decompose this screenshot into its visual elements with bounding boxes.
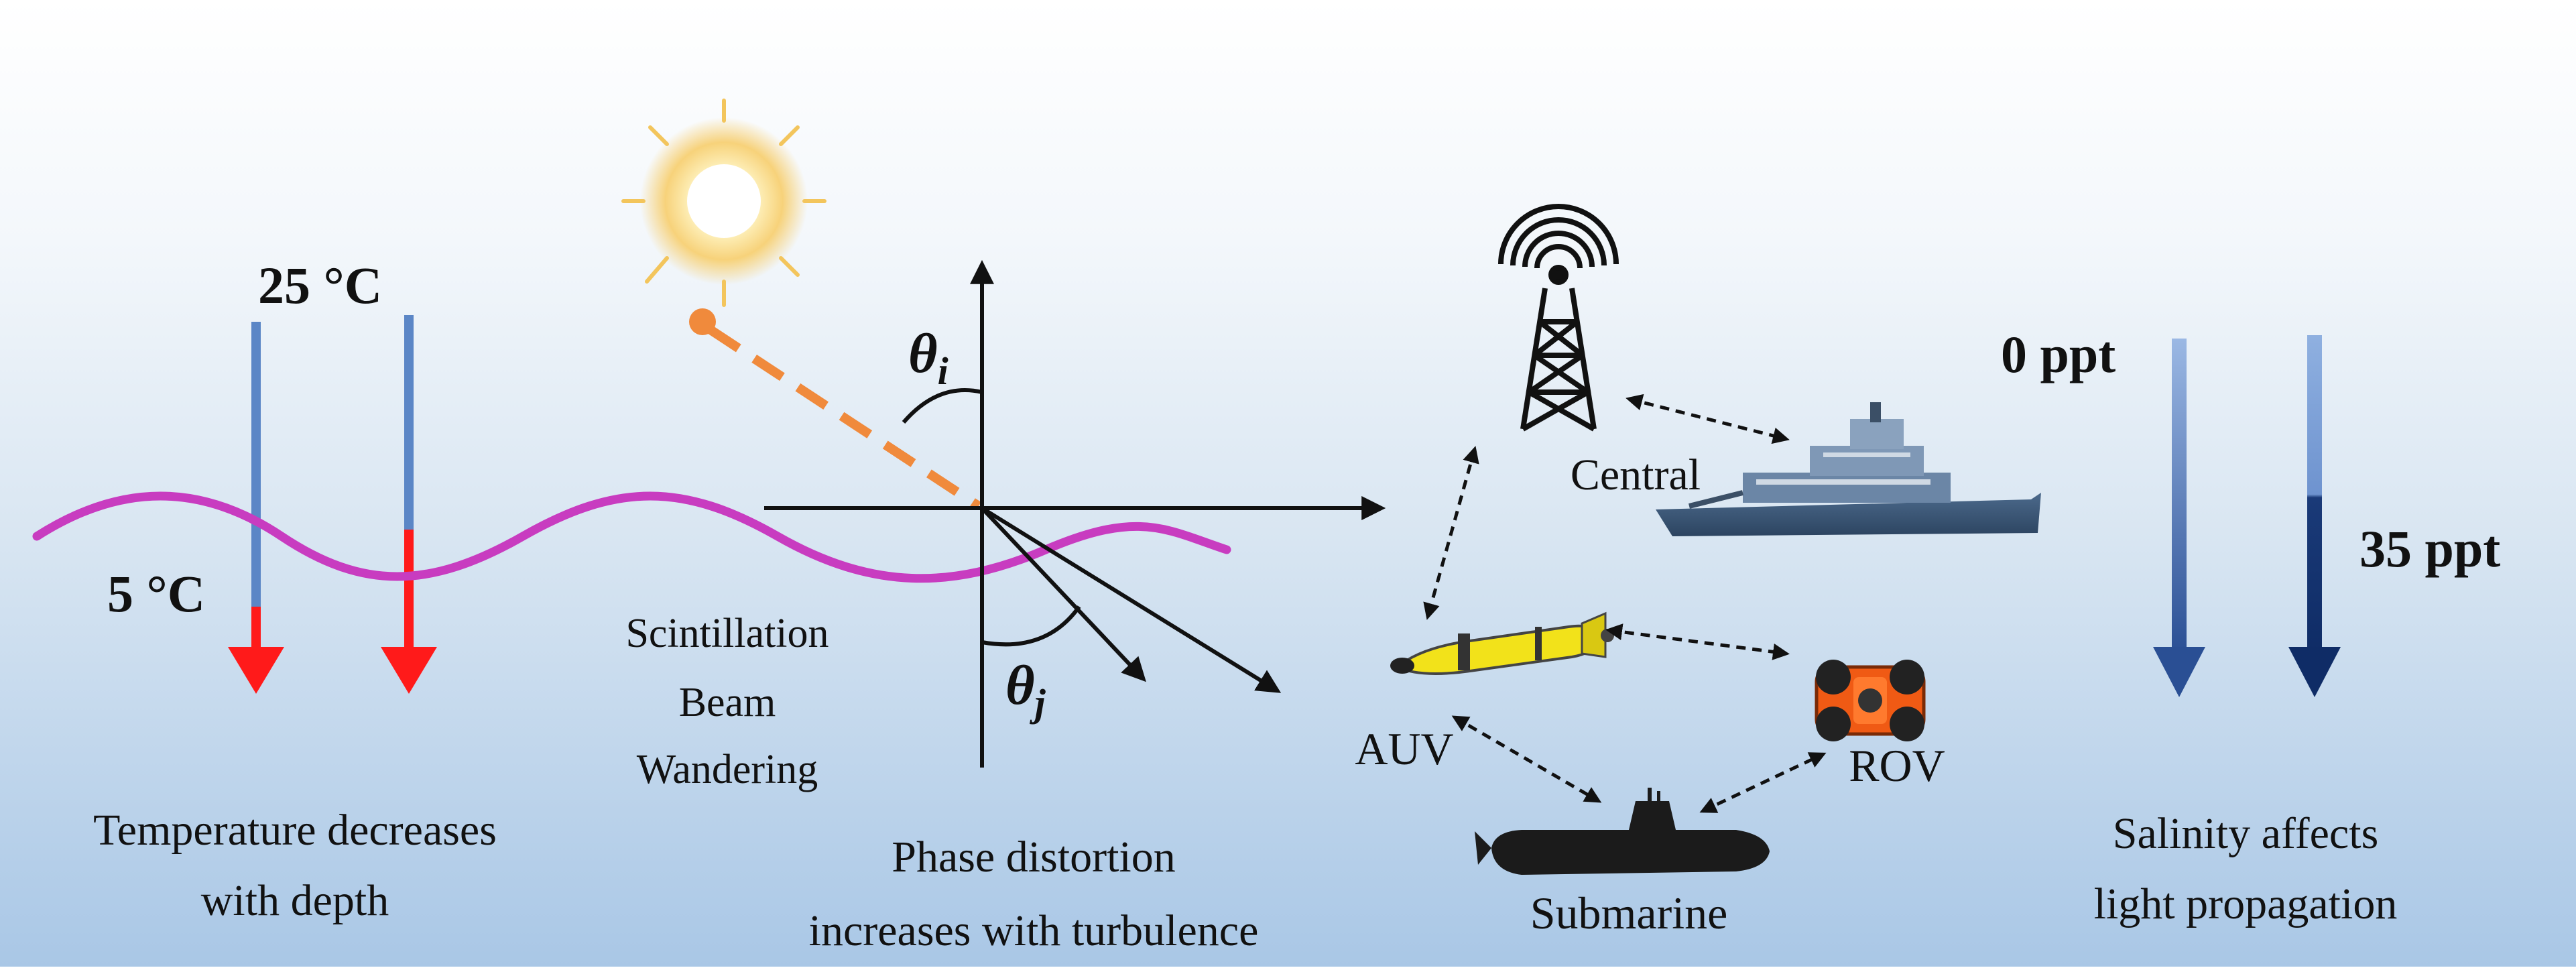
salinity-caption-line2: light propagation xyxy=(2094,880,2398,928)
rov-icon xyxy=(1815,660,1926,741)
auv-icon xyxy=(1390,611,1614,675)
refracted-ray-2 xyxy=(981,506,1282,693)
optics-section: θi θj Scintillation Beam Wandering Phase… xyxy=(621,99,1386,955)
central-label: Central xyxy=(1571,450,1701,499)
salinity-bottom-label: 35 ppt xyxy=(2359,520,2500,578)
salinity-arrow-2 xyxy=(2288,335,2341,697)
theta-i-arc xyxy=(902,388,983,424)
auv-label: AUV xyxy=(1355,723,1453,774)
radio-tower-icon xyxy=(1498,204,1619,432)
temp-top-label: 25 °C xyxy=(258,256,382,314)
salinity-section: 0 ppt 35 ppt Salinity affects light prop… xyxy=(2001,325,2500,928)
laser-source-dot xyxy=(689,308,716,335)
submarine-icon xyxy=(1475,788,1770,875)
water-surface-wave xyxy=(32,491,1231,583)
submarine-label: Submarine xyxy=(1530,888,1728,938)
link-submarine-rov xyxy=(1699,752,1827,813)
ship-icon xyxy=(1656,402,2041,536)
temp-arrow-1 xyxy=(228,322,284,694)
effects-line1: Scintillation xyxy=(625,611,829,656)
temp-bottom-label: 5 °C xyxy=(107,564,205,623)
link-tower-auv xyxy=(1423,446,1479,620)
temp-caption-line1: Temperature decreases xyxy=(93,806,497,855)
laser-beam xyxy=(708,326,981,510)
salinity-top-label: 0 ppt xyxy=(2001,325,2115,383)
theta-j-label: θj xyxy=(1005,654,1046,725)
refracted-ray-1 xyxy=(980,506,1146,682)
network-section: Central AUV xyxy=(1355,204,2041,938)
phase-caption-line1: Phase distortion xyxy=(892,833,1176,882)
temp-arrow-2 xyxy=(381,315,437,694)
temp-caption-line2: with depth xyxy=(201,876,389,925)
link-auv-submarine xyxy=(1451,715,1602,803)
sun-icon xyxy=(621,99,826,307)
phase-caption-line2: increases with turbulence xyxy=(809,906,1259,955)
salinity-caption-line1: Salinity affects xyxy=(2113,809,2379,858)
theta-j-arc xyxy=(981,605,1081,647)
effects-line3: Wandering xyxy=(637,747,818,792)
theta-i-label: θi xyxy=(908,322,948,393)
link-tower-ship xyxy=(1626,393,1790,444)
salinity-arrow-1 xyxy=(2153,339,2205,697)
rov-label: ROV xyxy=(1849,740,1945,791)
link-auv-rov xyxy=(1605,623,1790,660)
temperature-section: 25 °C 5 °C Temperature decreases with de… xyxy=(32,256,1231,925)
effects-line2: Beam xyxy=(679,680,776,725)
